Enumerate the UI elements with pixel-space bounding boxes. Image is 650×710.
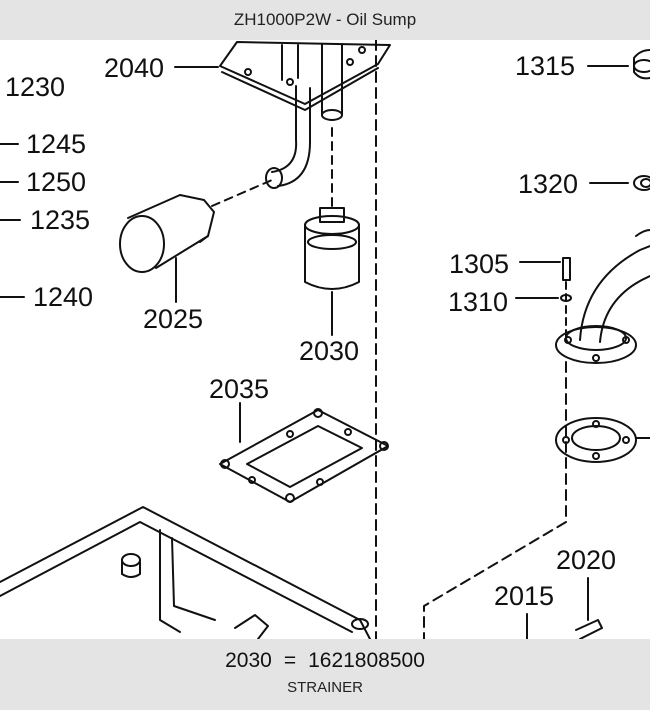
part-1320-washer[interactable]: [589, 175, 650, 191]
selected-part-line: 2030 = 1621808500: [0, 649, 650, 673]
part-1315-cap[interactable]: [587, 49, 650, 80]
callout-1320[interactable]: 1320: [518, 169, 578, 199]
callout-1235[interactable]: 1235: [30, 205, 90, 235]
callout-1230[interactable]: 1230: [5, 72, 65, 102]
callout-2015[interactable]: 2015: [494, 581, 554, 611]
callout-1310[interactable]: 1310: [448, 287, 508, 317]
callout-1315[interactable]: 1315: [515, 51, 575, 81]
part-1310-washer[interactable]: [515, 294, 572, 302]
part-1305-bolt[interactable]: [519, 257, 571, 341]
callout-2020[interactable]: 2020: [556, 545, 616, 575]
callout-1305[interactable]: 1305: [449, 249, 509, 279]
callout-1240[interactable]: 1240: [33, 282, 93, 312]
callout-2035[interactable]: 2035: [209, 374, 269, 404]
callout-2040[interactable]: 2040: [104, 53, 164, 83]
part-2035-gasket[interactable]: [219, 402, 389, 503]
assembly-line-right: [423, 361, 567, 639]
part-2030-strainer[interactable]: [304, 127, 360, 336]
leader-lines-left: [0, 143, 25, 298]
selected-item-number: 2030: [225, 649, 272, 672]
parts-diagram[interactable]: 1230 1245 1250 1235 1240 2040 2025 2030 …: [0, 40, 650, 639]
elbow-flange[interactable]: [555, 229, 650, 364]
selected-part-description: STRAINER: [287, 679, 363, 696]
selected-part-info: 2030 = 1621808500 STRAINER: [0, 639, 650, 710]
callout-1250[interactable]: 1250: [26, 167, 86, 197]
callout-2030[interactable]: 2030: [299, 336, 359, 366]
part-2020-bolt[interactable]: [575, 577, 603, 639]
part-2025-cylinder[interactable]: [119, 179, 273, 303]
part-2040-plate[interactable]: [174, 41, 391, 189]
window-title: ZH1000P2W - Oil Sump: [233, 10, 417, 29]
callout-1245[interactable]: 1245: [26, 129, 86, 159]
sump-housing[interactable]: [0, 506, 371, 639]
equals-sign: =: [283, 649, 297, 672]
callout-2025[interactable]: 2025: [143, 304, 203, 334]
selected-part-number: 1621808500: [308, 649, 425, 672]
window-title-bar: ZH1000P2W - Oil Sump: [0, 0, 650, 40]
ring-gasket[interactable]: [555, 417, 650, 463]
